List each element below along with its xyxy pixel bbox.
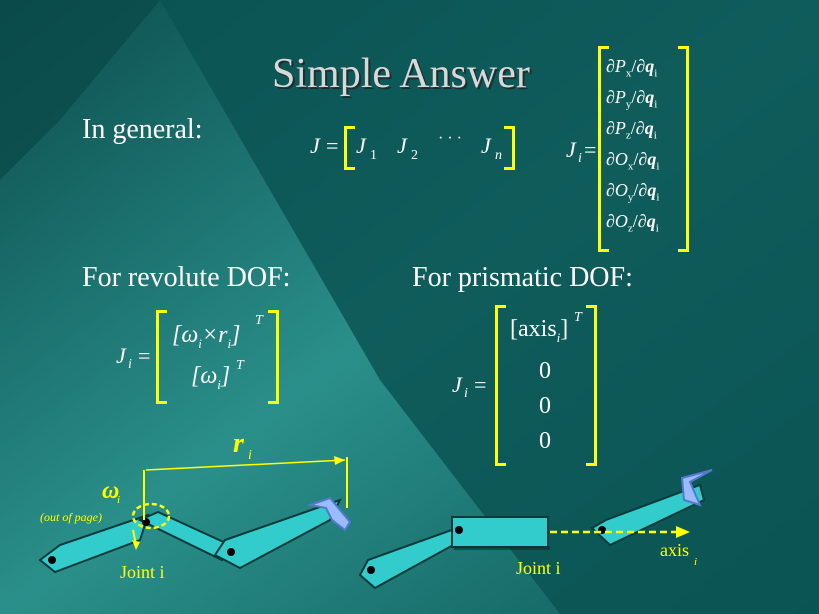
r-label: r	[233, 428, 244, 459]
prismatic-right-bracket	[586, 305, 597, 466]
column-lhs: J	[566, 137, 576, 162]
jacobian-left-bracket	[344, 126, 355, 170]
prismatic-base-link	[358, 525, 468, 590]
jacobian-col-2: J	[397, 133, 407, 158]
prismatic-row-1-sup: T	[574, 310, 582, 325]
revolute-eq: =	[138, 343, 151, 368]
prismatic-sleeve	[451, 516, 549, 548]
jacobian-lhs: J	[310, 133, 320, 158]
jacobian-eq: =	[326, 133, 339, 158]
column-right-bracket	[678, 46, 689, 252]
column-lhs-sub: i	[578, 151, 582, 166]
jacobian-col-2-sub: 2	[411, 148, 418, 163]
in-general-label: In general:	[82, 114, 203, 145]
prismatic-eq: =	[474, 372, 487, 397]
jacobian-col-1: J	[356, 133, 366, 158]
jacobian-right-bracket	[504, 126, 515, 170]
out-of-page-label: (out of page)	[40, 510, 102, 524]
revolute-gripper-icon	[306, 496, 352, 532]
revolute-left-bracket	[156, 310, 167, 404]
prismatic-lhs-sub: i	[464, 386, 468, 401]
axis-label: axis	[660, 540, 689, 560]
revolute-lhs-sub: i	[128, 357, 132, 372]
revolute-link-1	[38, 513, 150, 574]
revolute-right-bracket	[268, 310, 279, 404]
prismatic-joint-pin	[455, 526, 463, 534]
column-row-4: ∂Ox/∂qi	[606, 149, 660, 173]
prismatic-lhs: J	[452, 372, 462, 397]
omega-label: ω	[102, 478, 120, 504]
prismatic-gripper-icon	[680, 469, 713, 507]
column-row-6: ∂Oz/∂qi	[606, 211, 659, 235]
column-row-3: ∂Pz/∂qi	[606, 118, 657, 142]
rotation-circle-icon	[131, 502, 171, 530]
revolute-row-1-sup: T	[255, 313, 263, 328]
joint-left-label: Joint i	[120, 562, 165, 582]
prismatic-left-bracket	[495, 305, 506, 466]
column-row-5: ∂Oy/∂qi	[606, 180, 660, 204]
axis-label-sub: i	[694, 556, 698, 568]
revolute-link-pin	[227, 548, 235, 556]
jacobian-col-n-sub: n	[495, 148, 502, 163]
prismatic-zero-1: 0	[539, 358, 551, 384]
revolute-link-3	[213, 498, 342, 570]
revolute-row-1: [ωi×ri]	[172, 322, 241, 351]
jacobian-ellipsis: · · ·	[438, 130, 462, 147]
revolute-heading: For revolute DOF:	[82, 262, 291, 293]
revolute-row-2-sup: T	[236, 358, 244, 373]
joint-right-label: Joint i	[516, 558, 561, 578]
revolute-base-pin	[48, 556, 56, 564]
revolute-lhs: J	[116, 343, 126, 368]
column-row-1: ∂Px/∂qi	[606, 56, 658, 80]
prismatic-outer-link	[590, 483, 706, 547]
slide-title: Simple Answer	[272, 51, 530, 97]
jacobian-col-n: J	[481, 133, 491, 158]
prismatic-heading: For prismatic DOF:	[412, 262, 633, 293]
column-row-2: ∂Py/∂qi	[606, 87, 658, 111]
r-label-sub: i	[248, 448, 252, 463]
omega-label-sub: i	[117, 494, 121, 506]
column-left-bracket	[598, 46, 609, 252]
prismatic-zero-3: 0	[539, 428, 551, 454]
prismatic-base-pin	[367, 566, 375, 574]
column-eq: =	[584, 137, 597, 162]
jacobian-col-1-sub: 1	[370, 148, 377, 163]
prismatic-row-1: [axisi]	[510, 316, 569, 345]
prismatic-zero-2: 0	[539, 393, 551, 419]
revolute-row-2: [ωi]	[191, 363, 231, 392]
